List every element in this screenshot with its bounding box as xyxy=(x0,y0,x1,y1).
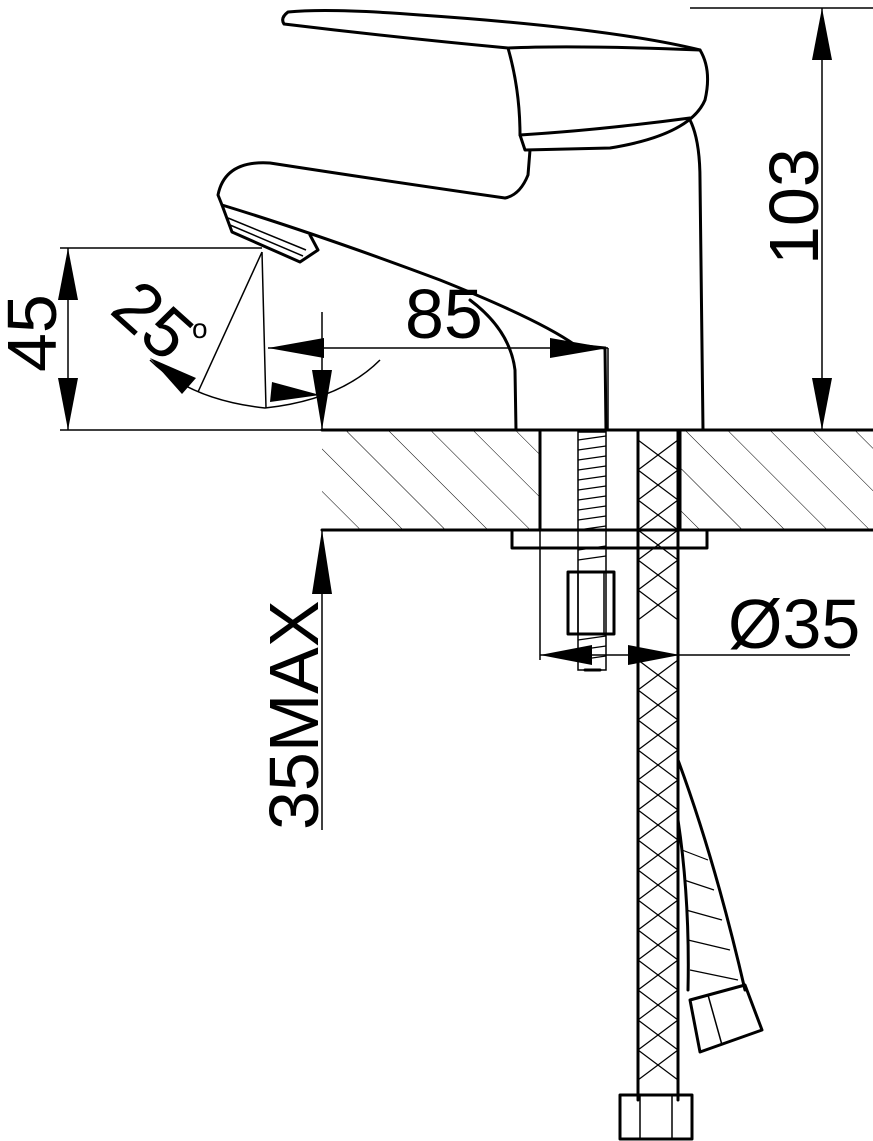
max-thickness-label: 35MAX xyxy=(255,600,333,830)
angle-degree-mark: o xyxy=(192,313,208,344)
dimension-total-height: 103 xyxy=(690,7,873,430)
dimension-hole-diameter: Ø35 xyxy=(539,530,860,665)
flexible-hoses xyxy=(618,428,764,1141)
hose-braid xyxy=(637,439,679,1081)
height-total-label: 103 xyxy=(755,148,833,265)
dimension-max-thickness: 35MAX xyxy=(255,370,333,830)
dimension-spout-height: 45 xyxy=(0,247,322,431)
hole-diameter-label: Ø35 xyxy=(728,585,860,663)
faucet-body xyxy=(216,9,710,432)
dimension-spout-angle: 25 o xyxy=(98,251,381,409)
spout-reach-label: 85 xyxy=(405,275,483,353)
dimension-spout-reach: 85 xyxy=(261,251,609,430)
countertop-section xyxy=(320,428,873,532)
mounting-hardware xyxy=(510,431,709,672)
spout-height-label: 45 xyxy=(0,294,71,372)
